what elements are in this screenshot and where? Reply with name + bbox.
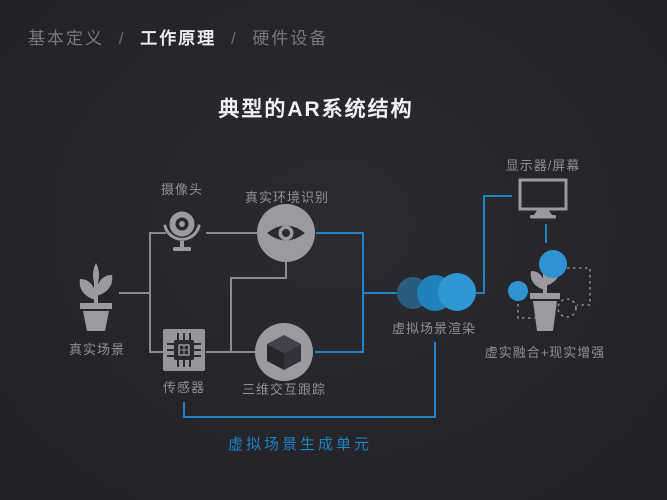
breadcrumb-item-hardware[interactable]: 硬件设备 bbox=[252, 29, 329, 48]
connector-split-to-camera bbox=[149, 232, 166, 234]
label-display: 显示器/屏幕 bbox=[505, 158, 581, 173]
connector-rendering-right bbox=[476, 292, 485, 294]
label-rendering: 虚拟场景渲染 bbox=[391, 321, 477, 336]
connector-tracking-to-merge bbox=[315, 351, 364, 353]
label-fusion: 虚实融合+现实增强 bbox=[484, 345, 606, 360]
label-virtual-scene-generation-unit: 虚拟场景生成单元 bbox=[227, 436, 373, 453]
connector-recognition-down bbox=[285, 261, 287, 279]
overlapping-circles-icon bbox=[396, 271, 480, 315]
connector-split-vertical bbox=[149, 232, 151, 353]
monitor-icon bbox=[517, 178, 569, 220]
page-title: 典型的AR系统结构 bbox=[218, 98, 414, 121]
label-sensor: 传感器 bbox=[162, 380, 206, 395]
connector-camera-to-recognition bbox=[206, 232, 257, 234]
group-bracket-left-end bbox=[183, 402, 185, 416]
breadcrumb-separator: / bbox=[118, 29, 126, 48]
connector-recognition-to-merge bbox=[316, 232, 364, 234]
connector-up-to-display-v bbox=[483, 195, 485, 294]
group-bracket-horizontal bbox=[183, 416, 436, 418]
connector-realscene-to-split bbox=[119, 292, 150, 294]
connector-merge-to-rendering bbox=[362, 292, 397, 294]
connector-display-to-fusion bbox=[545, 224, 547, 243]
chip-icon bbox=[162, 328, 206, 372]
breadcrumb-separator: / bbox=[230, 29, 238, 48]
label-camera: 摄像头 bbox=[160, 182, 204, 197]
breadcrumb: 基本定义 / 工作原理 / 硬件设备 bbox=[28, 24, 328, 49]
connector-recognition-elbow-v bbox=[230, 277, 232, 353]
connector-split-to-sensor bbox=[149, 351, 166, 353]
plant-with-virtual-objects-icon bbox=[490, 246, 608, 336]
connector-up-to-display-h bbox=[483, 195, 512, 197]
label-recognition: 真实环境识别 bbox=[244, 190, 330, 205]
breadcrumb-item-working-principle[interactable]: 工作原理 bbox=[140, 29, 217, 48]
webcam-icon bbox=[161, 208, 203, 254]
group-bracket-right-end bbox=[434, 342, 436, 416]
connector-recognition-elbow-h bbox=[230, 277, 287, 279]
potted-plant-icon bbox=[67, 260, 125, 332]
cube-icon bbox=[254, 322, 314, 382]
eye-icon bbox=[256, 203, 316, 263]
breadcrumb-item-basic-definition[interactable]: 基本定义 bbox=[28, 29, 104, 48]
label-real-scene: 真实场景 bbox=[68, 342, 126, 357]
label-tracking: 三维交互跟踪 bbox=[241, 382, 327, 397]
